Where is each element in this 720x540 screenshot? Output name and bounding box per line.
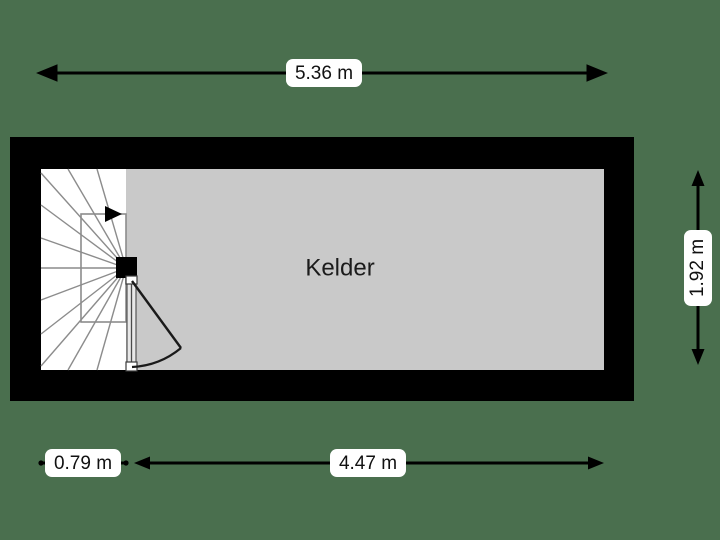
dimension-top-label: 5.36 m: [295, 63, 353, 84]
dimension-top-arrow-left: [36, 64, 58, 82]
dimension-right-label-pill: [684, 230, 712, 306]
dimension-right: 1.92 m: [684, 170, 712, 365]
door-assembly: [125, 275, 182, 372]
dimension-right-label: 1.92 m: [687, 239, 708, 297]
stair-tread-line: [40, 204, 127, 269]
stair-tread-line: [67, 168, 127, 269]
newel-post-icon: [116, 257, 137, 278]
dimension-bottom-left-label: 0.79 m: [54, 453, 112, 474]
outer-walls: [10, 137, 634, 401]
dimension-bottom-right-arrow-right: [588, 456, 604, 470]
stair-tread-line: [67, 267, 127, 371]
room-area-kelder: [126, 169, 604, 370]
dimension-bottom-left-label-pill: [45, 449, 121, 477]
dimension-bottom-left-tick-end: [123, 460, 129, 466]
dimension-bottom-right-arrow-left: [134, 456, 150, 470]
stairwell-area: [41, 169, 126, 370]
dimension-top-arrow-right: [586, 64, 608, 82]
dimension-top-label-pill: [286, 59, 362, 87]
wall-outline: [10, 137, 634, 401]
stair-tread-line: [40, 237, 127, 269]
dimension-bottom-right-label-pill: [330, 449, 406, 477]
stair-tread-line: [40, 267, 127, 335]
stair-direction-arrow-icon: [105, 206, 122, 222]
stair-tread-line: [40, 267, 127, 367]
door-jamb-top: [125, 275, 138, 285]
dimension-bottom-right-label: 4.47 m: [339, 453, 397, 474]
dimension-bottom-right: 4.47 m: [134, 449, 604, 477]
dimension-top: 5.36 m: [36, 59, 608, 87]
stair-tread-line: [40, 267, 127, 301]
door-leaf: [131, 280, 182, 349]
stair-tread-line: [40, 172, 127, 269]
dimension-right-arrow-top: [691, 170, 705, 186]
stair-tread-line: [96, 267, 127, 371]
room-label-kelder: Kelder: [305, 254, 374, 281]
dimension-right-arrow-bottom: [691, 349, 705, 365]
dimension-bottom-left: 0.79 m: [38, 449, 129, 477]
dimension-bottom-left-tick-start: [38, 460, 44, 466]
door-swing-arc-icon: [131, 347, 182, 369]
